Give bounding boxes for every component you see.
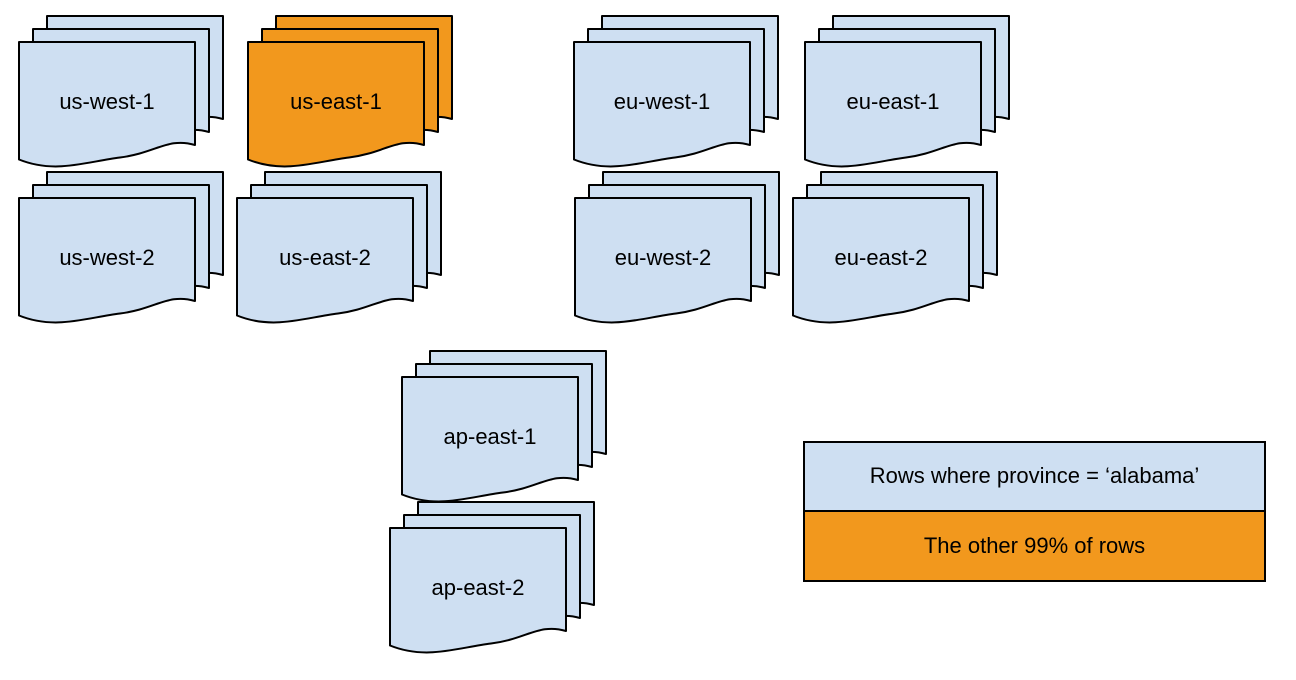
region-stack-us-east-2: us-east-2: [236, 171, 442, 326]
document-stack-icon: [792, 171, 998, 324]
region-stack-ap-east-1: ap-east-1: [401, 350, 607, 505]
document-stack-icon: [236, 171, 442, 324]
document-stack-icon: [18, 171, 224, 324]
region-stack-eu-east-2: eu-east-2: [792, 171, 998, 326]
legend-label-partition: Rows where province = ‘alabama’: [869, 463, 1200, 489]
region-stack-eu-west-2: eu-west-2: [574, 171, 780, 326]
region-stack-us-west-2: us-west-2: [18, 171, 224, 326]
legend-label-highlight: The other 99% of rows: [923, 532, 1146, 558]
region-stack-eu-east-1: eu-east-1: [804, 15, 1010, 170]
legend: Rows where province = ‘alabama’ The othe…: [803, 441, 1266, 582]
document-stack-icon: [804, 15, 1010, 168]
legend-row-highlight: The other 99% of rows: [805, 511, 1264, 580]
region-stack-ap-east-2: ap-east-2: [389, 501, 595, 656]
document-stack-icon: [247, 15, 453, 168]
document-stack-icon: [389, 501, 595, 654]
region-stack-us-west-1: us-west-1: [18, 15, 224, 170]
document-stack-icon: [18, 15, 224, 168]
document-stack-icon: [574, 171, 780, 324]
region-stack-eu-west-1: eu-west-1: [573, 15, 779, 170]
document-stack-icon: [573, 15, 779, 168]
legend-row-partition: Rows where province = ‘alabama’: [805, 443, 1264, 512]
region-stack-us-east-1: us-east-1: [247, 15, 453, 170]
document-stack-icon: [401, 350, 607, 503]
